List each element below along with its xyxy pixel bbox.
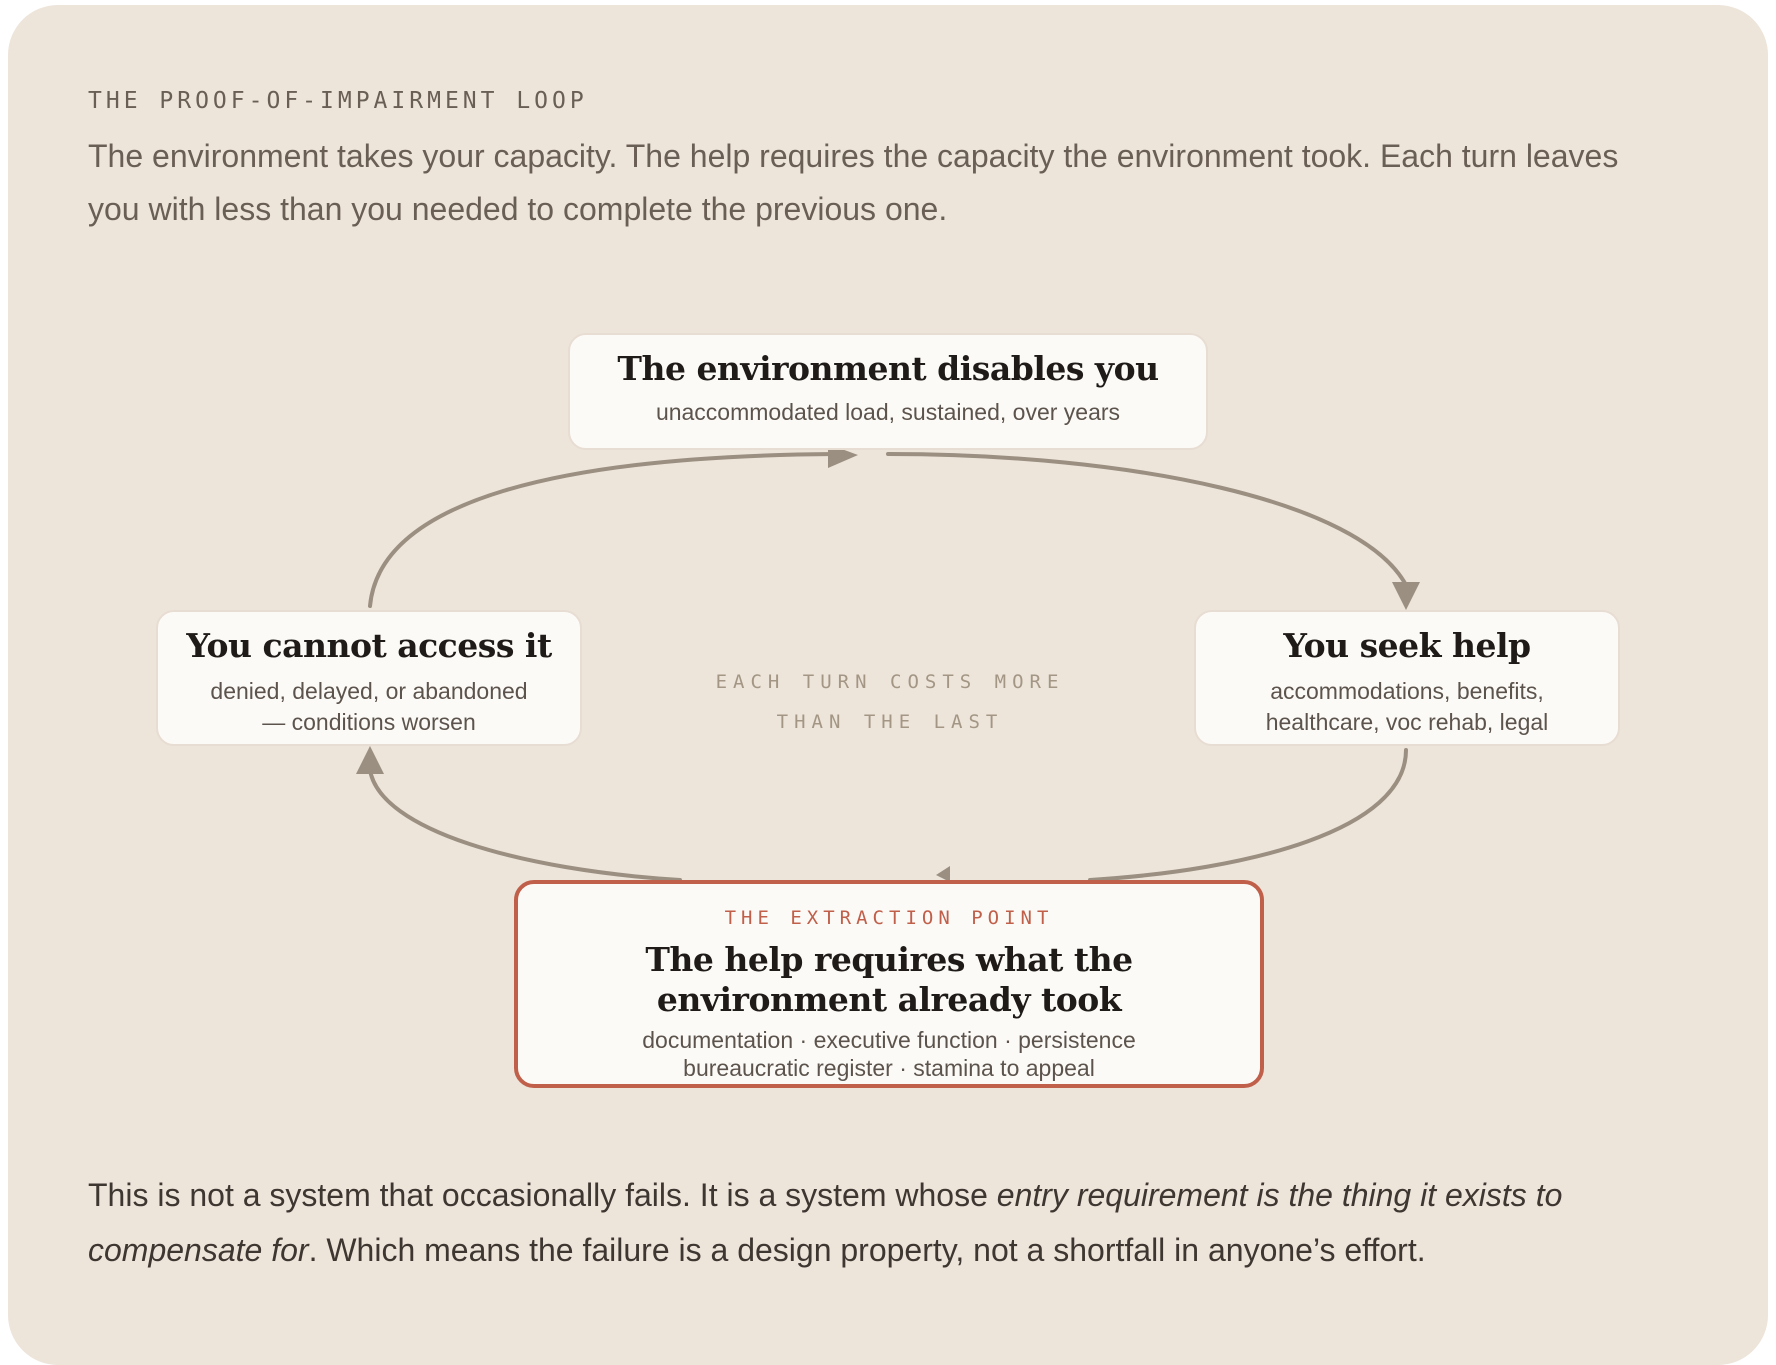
node-seek-help: You seek help accommodations, benefits, …: [1194, 610, 1620, 746]
center-note: EACH TURN COSTS MORE THAN THE LAST: [715, 671, 1065, 733]
node-title: You seek help: [1283, 626, 1531, 665]
node-subtitle: unaccommodated load, sustained, over yea…: [655, 399, 1121, 425]
outro-text: This is not a system that occasionally f…: [88, 1177, 997, 1213]
node-title: You cannot access it: [186, 626, 552, 665]
node-environment-disables: The environment disables you unaccommoda…: [568, 333, 1208, 450]
arrow-left-to-top: [368, 452, 837, 608]
node-subtitle: denied, delayed, or abandoned — conditio…: [210, 678, 528, 735]
outro-paragraph: This is not a system that occasionally f…: [88, 1168, 1708, 1278]
node-subtitle-line: documentation · executive function · per…: [642, 1027, 1136, 1053]
node-subtitle-line: bureaucratic register · stamina to appea…: [683, 1055, 1095, 1081]
node-title: The environment disables you: [617, 349, 1159, 388]
outro-emphasis: entry requirement is the thing it exists…: [88, 1177, 1563, 1268]
section-eyebrow: THE PROOF-OF-IMPAIRMENT LOOP: [88, 88, 588, 114]
node-subtitle: documentation · executive function · per…: [518, 1026, 1260, 1082]
node-subtitle: accommodations, benefits, healthcare, vo…: [1265, 678, 1549, 735]
node-title: The help requires what the environment a…: [645, 940, 1133, 1019]
node-extraction-point: THE EXTRACTION POINT The help requires w…: [514, 880, 1264, 1088]
arrowhead-left: [356, 746, 384, 774]
intro-paragraph: The environment takes your capacity. The…: [88, 138, 1619, 227]
loop-arrows: [356, 444, 1420, 882]
arrow-right-to-bottom: [1088, 748, 1408, 882]
node-cannot-access: You cannot access it denied, delayed, or…: [156, 610, 582, 746]
arrow-bottom-to-left: [368, 768, 682, 882]
extraction-kicker: THE EXTRACTION POINT: [724, 907, 1054, 929]
arrowhead-right: [1392, 582, 1420, 610]
outro-text: . Which means the failure is a design pr…: [308, 1232, 1426, 1268]
loop-diagram: The environment disables you unaccommoda…: [156, 333, 1620, 1088]
arrowhead-top: [828, 444, 858, 468]
arrow-top-to-right: [886, 452, 1408, 587]
arrowhead-bottom: [936, 866, 950, 882]
